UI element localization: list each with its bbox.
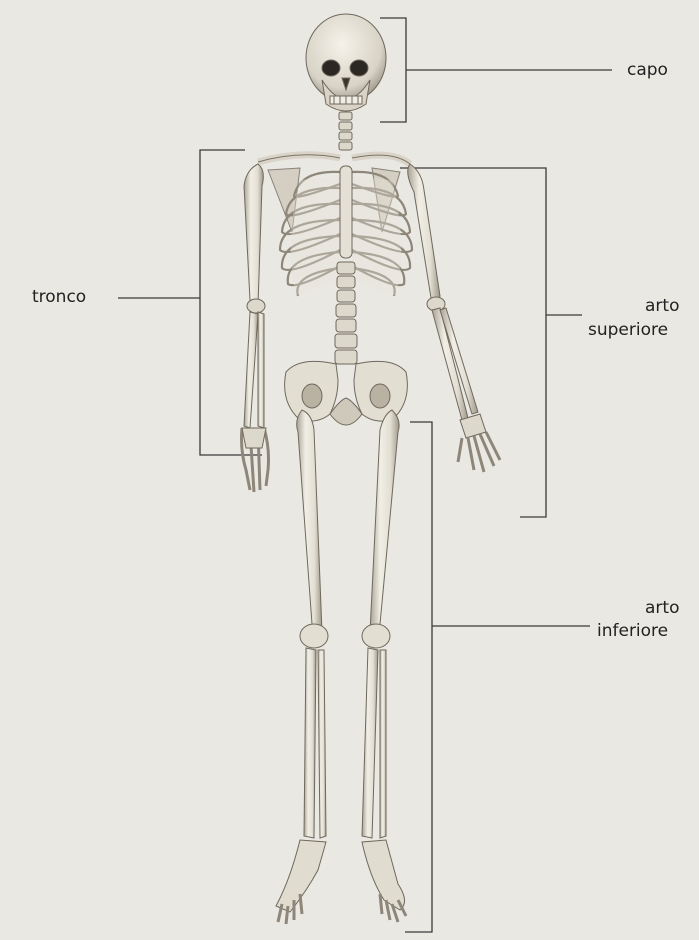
label-head: capo xyxy=(627,60,668,80)
label-trunk: tronco xyxy=(32,287,86,307)
label-lower-limb-line2: inferiore xyxy=(597,621,668,641)
label-upper-limb-line1: arto xyxy=(645,296,679,316)
label-upper-limb-line2: superiore xyxy=(588,320,668,340)
label-lower-limb-line1: arto xyxy=(645,598,679,618)
sternum xyxy=(340,166,352,258)
